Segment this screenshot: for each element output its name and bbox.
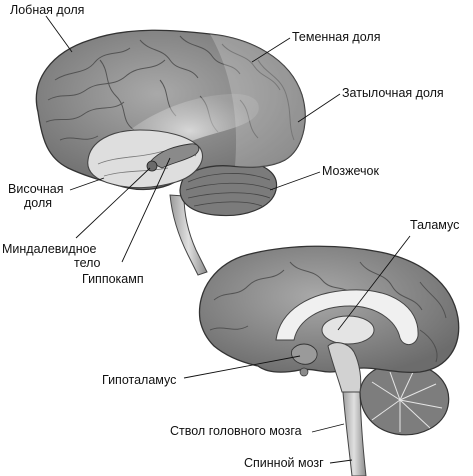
sagittal-hypothalamus	[291, 343, 318, 365]
leader-lines	[45, 15, 411, 464]
leader-parietal	[251, 37, 291, 63]
sagittal-corpus-callosum	[275, 289, 419, 345]
leader-spinal-cord	[329, 459, 353, 464]
leader-cerebellum	[269, 171, 321, 191]
label-temporal-lobe-line2: доля	[24, 196, 53, 210]
leader-amygdala	[75, 167, 151, 239]
sagittal-brainstem	[327, 342, 362, 393]
sagittal-thalamus	[321, 315, 375, 345]
leader-thalamus	[337, 235, 411, 331]
label-amygdala: Миндалевидное тело	[2, 242, 101, 270]
label-hypothalamus: Гипоталамус	[102, 373, 177, 387]
leader-temporal	[69, 177, 105, 191]
label-hippocampus: Гиппокамп	[82, 272, 144, 286]
label-occipital-lobe: Затылочная доля	[342, 86, 444, 100]
label-spinal-cord: Спинной мозг	[244, 456, 324, 470]
lateral-brain-illustration	[35, 29, 306, 276]
label-frontal-lobe: Лобная доля	[10, 3, 85, 17]
leader-hypothalamus	[183, 355, 301, 379]
leader-brainstem	[311, 423, 345, 433]
label-cerebellum: Мозжечок	[322, 164, 379, 178]
parietal-highlight	[210, 34, 306, 168]
label-amygdala-line2: тело	[74, 256, 101, 270]
sagittal-brain-illustration	[198, 245, 460, 476]
lateral-brainstem	[169, 194, 208, 276]
sagittal-cerebrum	[198, 245, 460, 374]
label-brainstem: Ствол головного мозга	[170, 424, 302, 438]
label-temporal-lobe: Височная доля	[8, 182, 64, 210]
label-parietal-lobe: Теменная доля	[292, 30, 381, 44]
lateral-hippocampus	[149, 143, 200, 169]
sagittal-cerebellum	[359, 362, 450, 436]
leader-hippocampus	[121, 157, 171, 263]
label-thalamus: Таламус	[410, 218, 460, 232]
label-temporal-lobe-line1: Височная	[8, 182, 64, 196]
leader-frontal	[45, 15, 73, 53]
leader-occipital	[297, 93, 341, 123]
label-amygdala-line1: Миндалевидное	[2, 242, 97, 256]
